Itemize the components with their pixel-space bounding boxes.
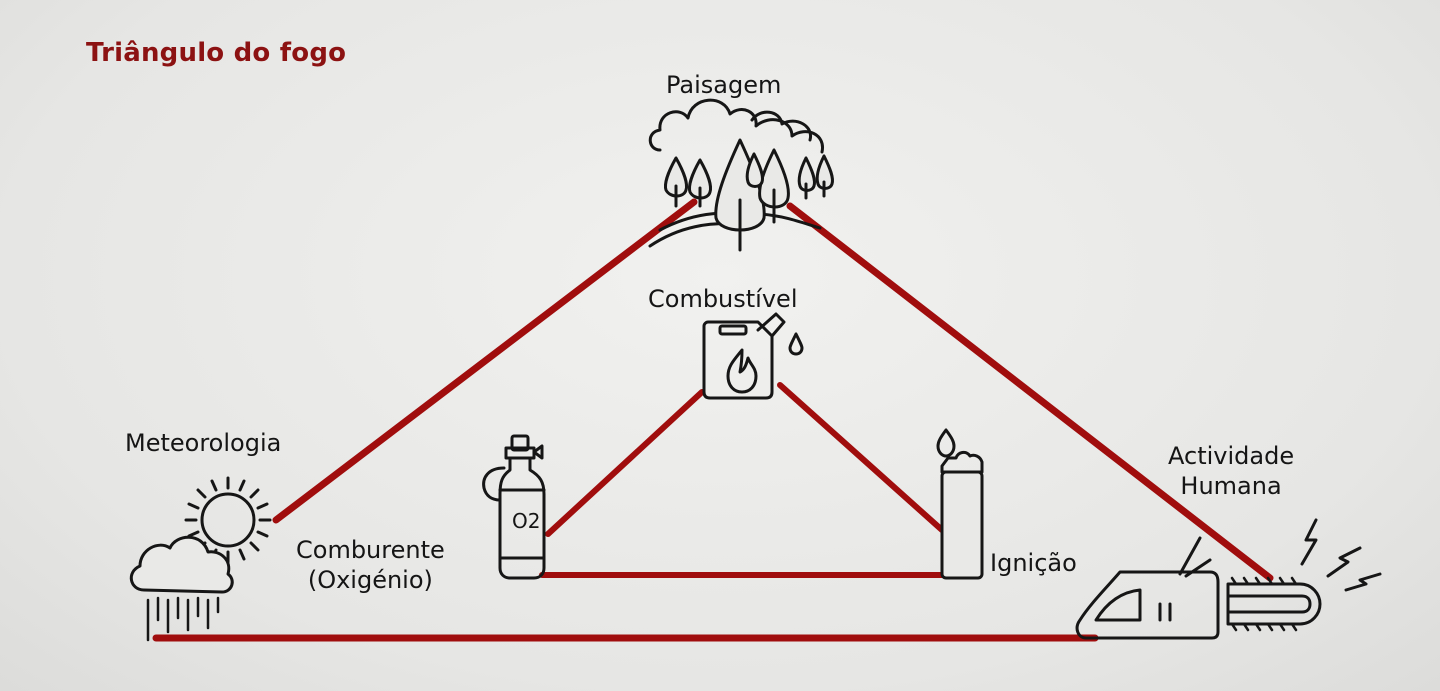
label-actividade-line2: Humana [1180, 472, 1282, 500]
label-comburente: Comburente (Oxigénio) [296, 535, 445, 595]
line-combustivel-ignicao [777, 382, 945, 533]
diagram-title: Triângulo do fogo [86, 38, 347, 68]
line-paisagem-meteorologia [272, 198, 698, 524]
label-ignicao: Ignição [990, 549, 1077, 577]
label-comburente-line2: (Oxigénio) [307, 566, 433, 594]
label-comburente-line1: Comburente [296, 536, 445, 564]
line-combustivel-comburente [545, 389, 705, 537]
label-actividade-line1: Actividade [1168, 442, 1295, 470]
outer-triangle-lines [152, 198, 1274, 642]
oxygen-tank-icon [482, 434, 546, 580]
label-paisagem: Paisagem [666, 71, 782, 99]
oxygen-tank-text: O2 [512, 509, 540, 533]
forest-icon [648, 98, 834, 252]
label-actividade-humana: Actividade Humana [1168, 441, 1294, 501]
label-combustivel: Combustível [648, 285, 798, 313]
lighter-icon [936, 428, 984, 580]
chainsaw-icon [1075, 518, 1382, 640]
sun-rain-cloud-icon [129, 476, 272, 642]
line-paisagem-actividade [786, 202, 1274, 582]
fuel-can-icon [702, 312, 804, 400]
inner-triangle-lines [539, 382, 945, 578]
label-meteorologia: Meteorologia [125, 429, 282, 457]
